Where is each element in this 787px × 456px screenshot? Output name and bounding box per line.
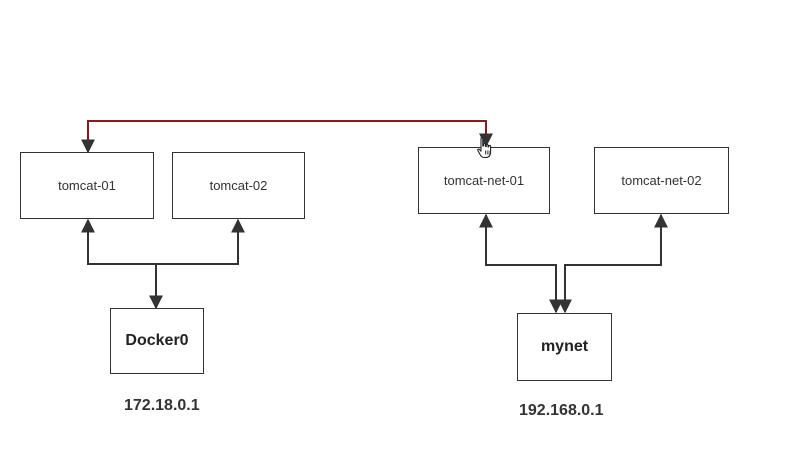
ip-mynet: 192.168.0.1 <box>519 402 604 419</box>
docker0-link-left <box>81 218 156 265</box>
node-tomcat-net-02[interactable]: tomcat-net-02 <box>594 147 729 214</box>
connect-line <box>81 120 493 154</box>
node-tomcat-02[interactable]: tomcat-02 <box>172 152 305 219</box>
node-docker0[interactable]: Docker0 <box>110 308 204 374</box>
ip-docker0: 172.18.0.1 <box>124 397 200 414</box>
docker0-link-right <box>156 218 245 265</box>
hand-pointer-icon <box>477 137 492 159</box>
mynet-link-left <box>479 213 563 314</box>
mynet-link-right <box>558 213 668 314</box>
node-mynet[interactable]: mynet <box>517 313 612 381</box>
node-tomcat-01[interactable]: tomcat-01 <box>20 152 154 219</box>
